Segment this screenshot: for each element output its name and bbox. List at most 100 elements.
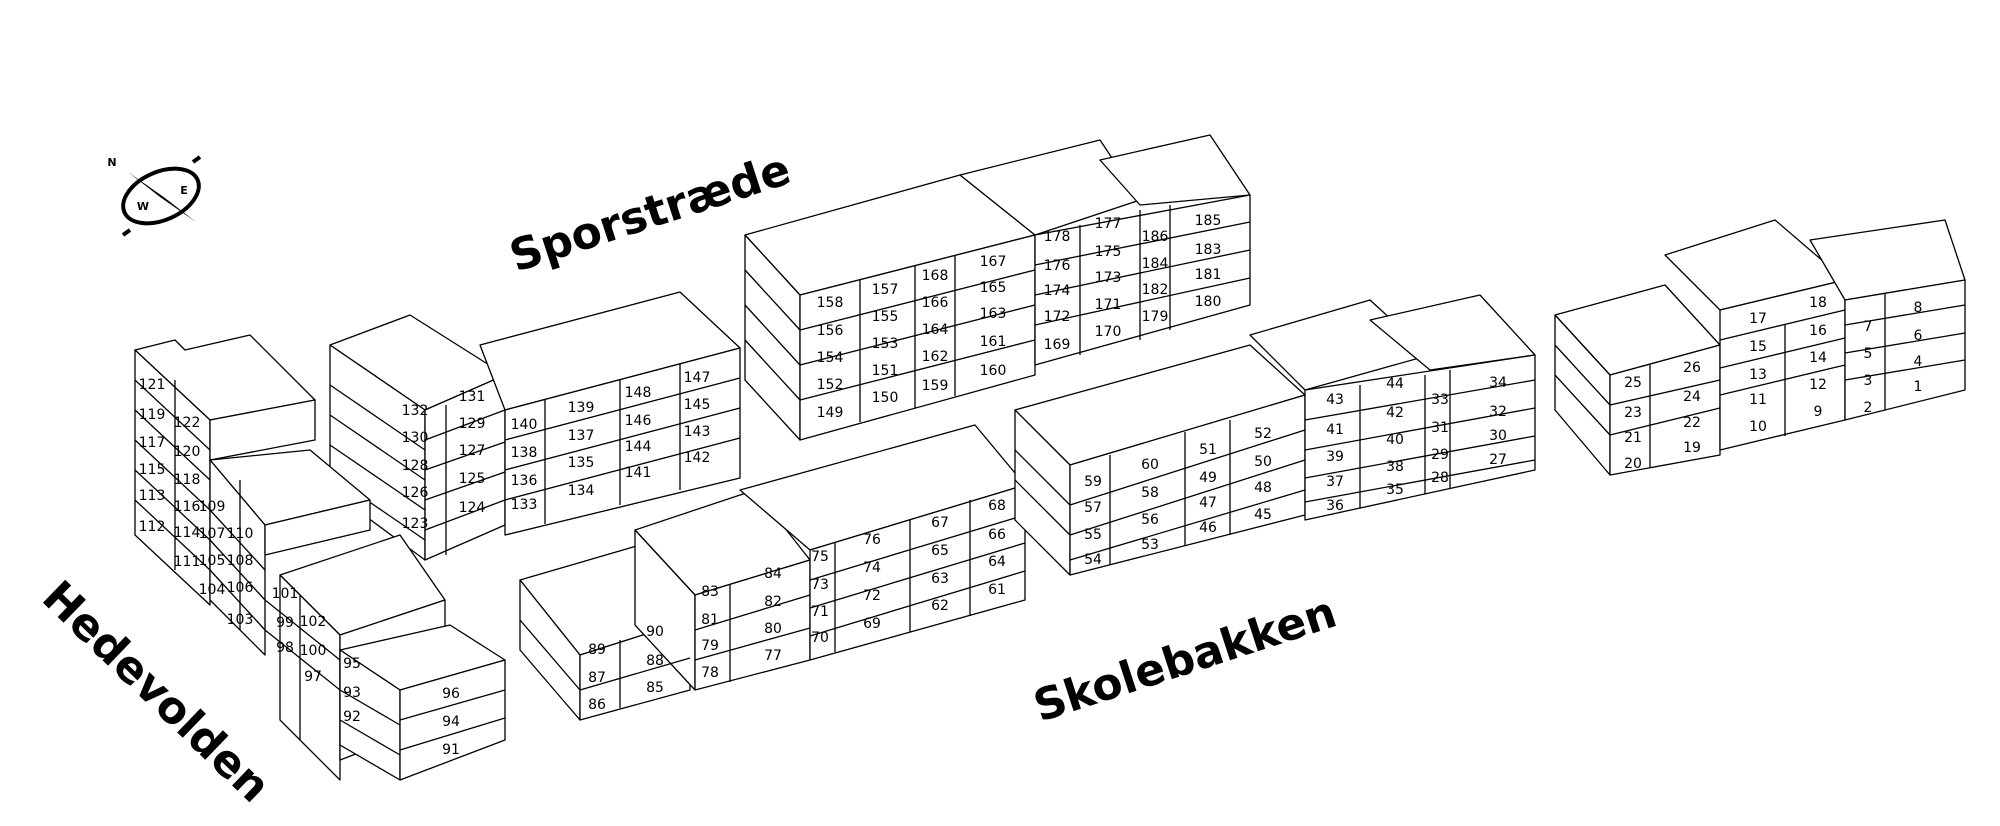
- unit-number-label: 183: [1195, 242, 1222, 258]
- unit-number-label: 45: [1254, 507, 1272, 523]
- unit-number-label: 150: [872, 390, 899, 406]
- unit-number-label: 22: [1683, 415, 1701, 431]
- unit-number-label: 55: [1084, 527, 1102, 543]
- unit-number-label: 13: [1749, 367, 1767, 383]
- building-block-southeast: [1014, 294, 1536, 576]
- unit-number-label: 66: [988, 527, 1006, 543]
- unit-number-label: 115: [139, 462, 166, 478]
- unit-number-label: 135: [568, 455, 595, 471]
- unit-number-label: 141: [625, 465, 652, 481]
- unit-number-label: 133: [511, 497, 538, 513]
- unit-number-label: 176: [1044, 258, 1071, 274]
- unit-number-label: 75: [811, 549, 829, 565]
- unit-number-label: 73: [811, 577, 829, 593]
- unit-number-label: 128: [402, 458, 429, 474]
- unit-number-label: 72: [863, 588, 881, 604]
- unit-number-label: 41: [1326, 422, 1344, 438]
- unit-number-label: 47: [1199, 495, 1217, 511]
- unit-number-label: 184: [1142, 256, 1169, 272]
- unit-number-label: 46: [1199, 520, 1217, 536]
- unit-number-label: 101: [272, 586, 299, 602]
- unit-number-label: 95: [343, 656, 361, 672]
- unit-number-label: 87: [588, 670, 606, 686]
- unit-number-label: 119: [139, 407, 166, 423]
- unit-number-label: 108: [227, 553, 254, 569]
- unit-number-label: 56: [1141, 512, 1159, 528]
- unit-number-label: 140: [511, 417, 538, 433]
- building-block-south: [519, 424, 1026, 721]
- street-name-south: Skolebakken: [1028, 587, 1343, 733]
- unit-number-label: 121: [139, 377, 166, 393]
- unit-number-label: 142: [684, 450, 711, 466]
- unit-number-label: 148: [625, 385, 652, 401]
- unit-number-label: 131: [459, 389, 486, 405]
- unit-number-label: 144: [625, 439, 652, 455]
- unit-number-label: 111: [174, 554, 201, 570]
- unit-number-label: 28: [1431, 470, 1449, 486]
- unit-number-label: 124: [459, 500, 486, 516]
- unit-labels: 1234567891011121314151617181920212223242…: [139, 213, 1923, 758]
- unit-number-label: 44: [1386, 376, 1404, 392]
- unit-number-label: 167: [980, 254, 1007, 270]
- unit-number-label: 24: [1683, 389, 1701, 405]
- compass-icon: N E W: [107, 155, 202, 237]
- unit-number-label: 123: [402, 516, 429, 532]
- unit-number-label: 127: [459, 443, 486, 459]
- unit-number-label: 57: [1084, 500, 1102, 516]
- unit-number-label: 134: [568, 483, 595, 499]
- building-block-north: [744, 134, 1251, 441]
- unit-number-label: 130: [402, 430, 429, 446]
- unit-number-label: 23: [1624, 405, 1642, 421]
- unit-number-label: 67: [931, 515, 949, 531]
- unit-number-label: 50: [1254, 454, 1272, 470]
- unit-number-label: 181: [1195, 267, 1222, 283]
- unit-number-label: 152: [817, 377, 844, 393]
- unit-number-label: 137: [568, 428, 595, 444]
- unit-number-label: 51: [1199, 442, 1217, 458]
- unit-number-label: 163: [980, 306, 1007, 322]
- unit-number-label: 169: [1044, 337, 1071, 353]
- unit-number-label: 49: [1199, 470, 1217, 486]
- unit-number-label: 110: [227, 526, 254, 542]
- unit-number-label: 113: [139, 488, 166, 504]
- unit-number-label: 139: [568, 400, 595, 416]
- unit-number-label: 178: [1044, 229, 1071, 245]
- unit-number-label: 80: [764, 621, 782, 637]
- unit-number-label: 12: [1809, 377, 1827, 393]
- unit-number-label: 1: [1914, 379, 1923, 395]
- unit-number-label: 149: [817, 405, 844, 421]
- unit-number-label: 114: [174, 525, 201, 541]
- unit-number-label: 33: [1431, 392, 1449, 408]
- unit-number-label: 59: [1084, 474, 1102, 490]
- unit-number-label: 104: [199, 582, 226, 598]
- unit-number-label: 84: [764, 566, 782, 582]
- unit-number-label: 129: [459, 416, 486, 432]
- unit-number-label: 147: [684, 370, 711, 386]
- unit-number-label: 68: [988, 498, 1006, 514]
- unit-number-label: 159: [922, 378, 949, 394]
- unit-number-label: 158: [817, 295, 844, 311]
- unit-number-label: 30: [1489, 428, 1507, 444]
- unit-number-label: 18: [1809, 295, 1827, 311]
- unit-number-label: 39: [1326, 449, 1344, 465]
- unit-number-label: 92: [343, 709, 361, 725]
- unit-number-label: 3: [1864, 373, 1873, 389]
- unit-number-label: 136: [511, 473, 538, 489]
- unit-number-label: 65: [931, 543, 949, 559]
- unit-number-label: 93: [343, 685, 361, 701]
- unit-number-label: 34: [1489, 375, 1507, 391]
- unit-number-label: 21: [1624, 430, 1642, 446]
- unit-number-label: 161: [980, 334, 1007, 350]
- unit-number-label: 25: [1624, 375, 1642, 391]
- unit-number-label: 15: [1749, 339, 1767, 355]
- unit-number-label: 88: [646, 653, 664, 669]
- unit-number-label: 2: [1864, 400, 1873, 416]
- compass-north-label: N: [107, 156, 116, 169]
- unit-number-label: 165: [980, 280, 1007, 296]
- unit-number-label: 155: [872, 309, 899, 325]
- unit-number-label: 179: [1142, 309, 1169, 325]
- unit-number-label: 151: [872, 363, 899, 379]
- unit-number-label: 17: [1749, 311, 1767, 327]
- unit-number-label: 83: [701, 584, 719, 600]
